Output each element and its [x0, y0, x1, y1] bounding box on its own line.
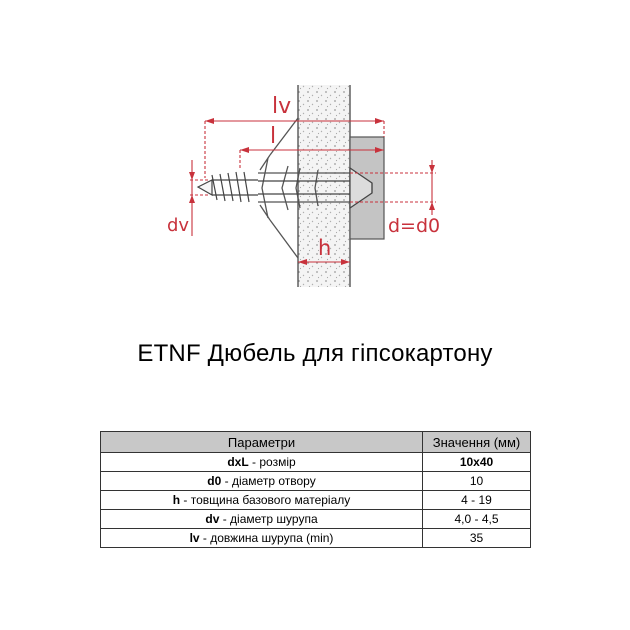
param-cell: lv - довжина шурупа (min) [100, 528, 423, 548]
param-desc: - розмір [248, 455, 296, 469]
screw [196, 166, 373, 210]
table-row: dxL - розмір 10x40 [100, 452, 531, 472]
param-cell: d0 - діаметр отвору [100, 471, 423, 491]
param-desc: - довжина шурупа (min) [199, 531, 334, 545]
label-dv: dv [167, 215, 189, 236]
param-desc: - діаметр отвору [221, 474, 316, 488]
base-board [297, 85, 351, 287]
param-cell: h - товщина базового матеріалу [100, 490, 423, 510]
param-cell: dxL - розмір [100, 452, 423, 472]
table-row: h - товщина базового матеріалу 4 - 19 [100, 490, 531, 510]
dimension-lines [189, 118, 436, 265]
header-parameters: Параметри [100, 431, 423, 453]
value-cell: 10 [422, 471, 531, 491]
param-desc: - товщина базового матеріалу [180, 493, 351, 507]
param-key: h [172, 493, 181, 507]
dowel-diagram: lv l dv d=d0 h [167, 85, 440, 287]
table-row: lv - довжина шурупа (min) 35 [100, 528, 531, 548]
value-cell: 4,0 - 4,5 [422, 509, 531, 529]
param-key: lv [189, 531, 200, 545]
value-cell: 10x40 [422, 452, 531, 472]
param-key: dv [205, 512, 220, 526]
param-cell: dv - діаметр шурупа [100, 509, 423, 529]
table-row: d0 - діаметр отвору 10 [100, 471, 531, 491]
spec-table: Параметри Значення (мм) dxL - розмір 10x… [100, 431, 531, 548]
label-lv: lv [272, 94, 291, 119]
value-cell: 35 [422, 528, 531, 548]
value-cell: 4 - 19 [422, 490, 531, 510]
header-values: Значення (мм) [422, 431, 531, 453]
param-desc: - діаметр шурупа [219, 512, 318, 526]
product-title: ETNF Дюбель для гіпсокартону [137, 340, 493, 367]
label-d-d0: d=d0 [388, 215, 440, 237]
param-key: dxL [227, 455, 249, 469]
table-row: dv - діаметр шурупа 4,0 - 4,5 [100, 509, 531, 529]
dowel-body [258, 117, 350, 259]
label-l: l [270, 124, 276, 149]
param-key: d0 [207, 474, 222, 488]
table-header-row: Параметри Значення (мм) [100, 431, 531, 453]
label-h: h [318, 236, 331, 260]
